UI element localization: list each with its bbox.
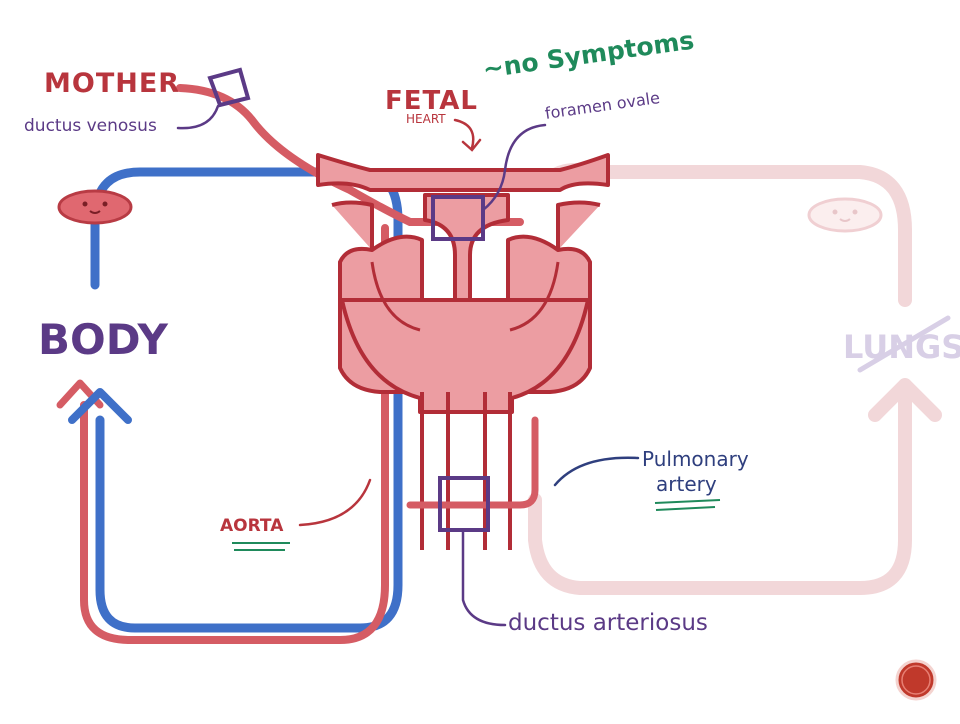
ductus-venosus-box bbox=[207, 67, 251, 108]
heart-chamber-lines bbox=[370, 261, 560, 332]
fetal-heart bbox=[316, 153, 610, 550]
mother-label: MOTHER bbox=[44, 68, 181, 99]
ductus-arteriosus-label: ductus arteriosus bbox=[508, 610, 708, 636]
heart-label: HEART bbox=[406, 112, 446, 126]
aorta-label: AORTA bbox=[220, 516, 284, 536]
artery-label: artery bbox=[656, 472, 717, 496]
lungs-crossout bbox=[857, 315, 951, 373]
umbilical-vein bbox=[176, 84, 524, 226]
pa-underline-2 bbox=[655, 506, 716, 511]
leader-lines bbox=[176, 104, 640, 627]
lungs-label: LUNGS bbox=[843, 328, 960, 366]
foramen-ovale-box bbox=[431, 195, 485, 241]
heart-ventricles bbox=[340, 298, 590, 414]
pa-underline-1 bbox=[654, 499, 721, 504]
fo-leader bbox=[481, 123, 547, 212]
body-label: BODY bbox=[38, 315, 168, 364]
lung-face bbox=[832, 209, 858, 222]
heart-arrow bbox=[453, 118, 482, 152]
pulmonary-label: Pulmonary bbox=[642, 447, 749, 471]
heart-top-wall bbox=[316, 153, 610, 192]
oxygenated-loop bbox=[80, 224, 389, 644]
lung-return-arrow bbox=[868, 378, 942, 422]
body-organ-icon bbox=[57, 189, 133, 225]
da-leader bbox=[461, 528, 507, 627]
fetal-label: FETAL bbox=[385, 86, 478, 116]
pa-leader bbox=[553, 456, 640, 487]
ductus-arteriosus-vessel bbox=[426, 416, 539, 509]
aorta-leader bbox=[298, 478, 372, 527]
dv-leader bbox=[176, 104, 220, 130]
great-vessels bbox=[406, 416, 539, 509]
lung-circuit-top bbox=[543, 162, 912, 307]
deoxygenated-loop bbox=[90, 167, 403, 633]
ductus-venosus-label: ductus venosus bbox=[24, 116, 157, 136]
body-organ-face bbox=[82, 201, 108, 214]
underlines bbox=[232, 499, 721, 551]
lung-circuit bbox=[528, 162, 942, 595]
lung-icon bbox=[807, 197, 883, 233]
lung-circuit-loop bbox=[528, 393, 912, 595]
slide-nav-button[interactable] bbox=[893, 657, 939, 703]
body-return-arrow-blue bbox=[68, 388, 132, 424]
body-circuit bbox=[56, 167, 403, 644]
